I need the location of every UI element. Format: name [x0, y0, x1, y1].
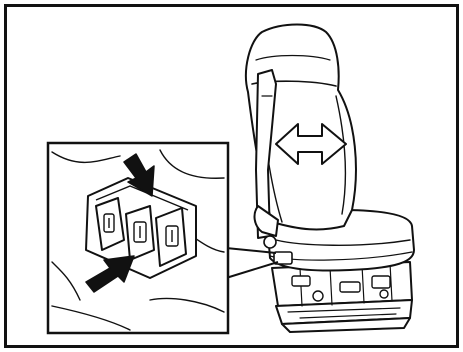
seat-suspension-base — [272, 262, 412, 332]
switch-detail-inset — [48, 143, 228, 333]
